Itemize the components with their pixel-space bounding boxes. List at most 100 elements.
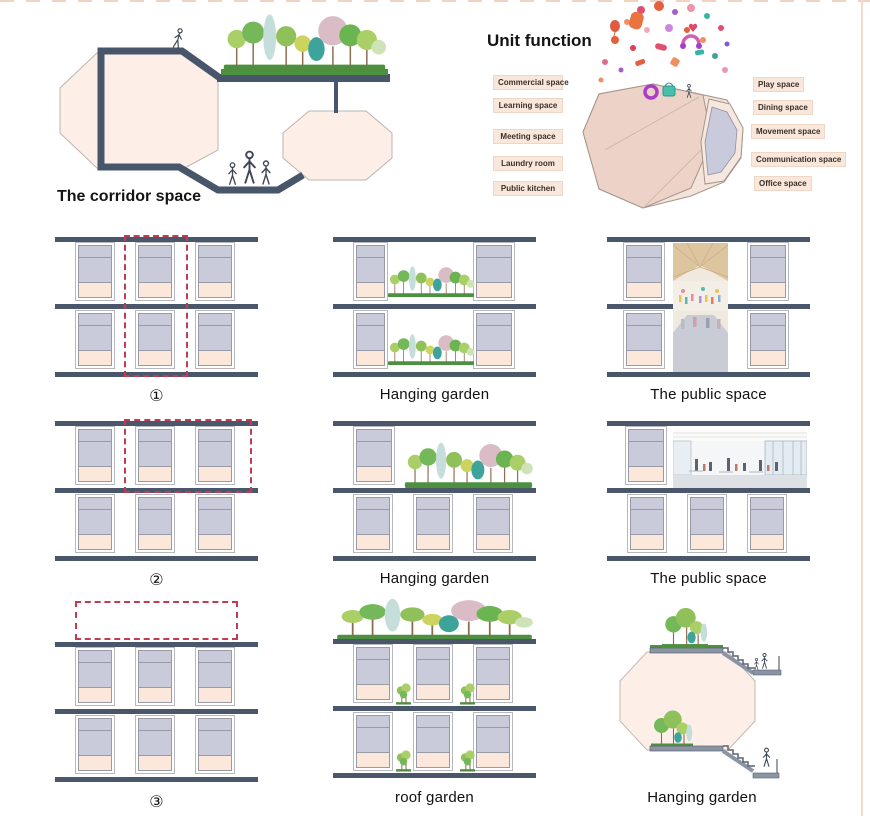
unit-cell [353,242,388,301]
unit-cell [687,494,727,553]
section-caption: ② [149,572,164,589]
unit-cell [75,242,115,301]
unit-cell [413,494,453,553]
unit-cell [747,494,787,553]
highlight-dashed-outline [124,235,188,377]
unit-cell [75,647,115,706]
unit-cell [353,310,388,369]
floor-slab [55,421,258,426]
trees-illustration [401,436,536,488]
unit-cell [195,426,235,485]
floor-slab [333,639,536,644]
trees-illustration [387,255,475,304]
unit-cell [473,494,513,553]
function-label-office: Office space [754,176,812,191]
unit-cell [75,310,115,369]
floor-slab [333,372,536,377]
function-label-laundry: Laundry room [493,156,563,171]
unit-cell [413,644,453,703]
section-caption: Hanging garden [379,570,490,587]
floor-slab [607,372,810,377]
trees-illustration [387,323,475,372]
function-label-dining: Dining space [753,100,813,115]
highlight-dashed-outline [75,601,238,640]
unit-cell [195,647,235,706]
activity-objects-confetti [598,1,730,83]
floor-slab [333,304,536,309]
floor-slab [55,304,258,309]
function-label-learning: Learning space [493,98,563,113]
floor-slab [333,421,536,426]
shrub-illustration [396,680,411,706]
unit-cell [473,644,513,703]
floor-slab [55,642,258,647]
floor-slab [607,421,810,426]
floor-slab [728,304,810,309]
section-caption: Hanging garden [379,386,490,403]
unit-cell [413,712,453,771]
unit-cell [353,644,393,703]
floor-slab [607,556,810,561]
floor-slab [333,706,536,711]
unit-cell [135,242,175,301]
unit-cell [623,242,665,301]
unit-module-3d-illustration [582,1,744,209]
unit-cell [623,310,665,369]
unit-cell [473,712,513,771]
function-label-commercial: Commercial space [493,75,569,90]
unit-cell [747,310,789,369]
corridor-space-title: The corridor space [57,188,202,205]
unit-cell [135,647,175,706]
unit-cell [135,426,175,485]
unit-cell [353,712,393,771]
unit-cell [473,242,515,301]
highlight-dashed-outline [124,419,252,493]
unit-cell [747,242,789,301]
section-caption: ③ [149,794,164,811]
unit-cell [353,494,393,553]
unit-cell [135,310,175,369]
unit-cell [195,715,235,774]
function-label-play: Play space [753,77,805,92]
octagon-garden-illustration [619,606,782,779]
floor-slab [333,488,536,493]
unit-cell [135,715,175,774]
unit-cell [195,494,235,553]
unit-cell [195,310,235,369]
section-caption: ① [149,388,164,405]
floor-slab [607,237,810,242]
floor-slab [55,488,258,493]
unit-cell [353,426,395,485]
function-label-kitchen: Public kitchen [493,181,563,196]
common-room-interior-render [673,429,807,488]
function-label-communication: Communication space [751,152,847,167]
section-caption: The public space [650,386,767,403]
unit-cell [627,494,667,553]
shrub-illustration [396,747,411,773]
floor-slab [55,777,258,782]
shrub-illustration [460,747,475,773]
section-caption: roof garden [395,789,474,806]
unit-function-title: Unit function [487,31,592,50]
unit-cell [75,494,115,553]
cropped-top-decoration [0,0,870,2]
floor-slab [607,488,810,493]
section-caption: Hanging garden [647,789,757,806]
floor-slab [55,372,258,377]
unit-cell [75,426,115,485]
shrub-illustration [460,680,475,706]
unit-cell [195,242,235,301]
function-label-movement: Movement space [751,124,826,139]
floor-slab [333,556,536,561]
atrium-interior-render [673,243,728,372]
floor-slab [333,237,536,242]
corridor-space-illustration [59,13,393,194]
floor-slab [55,556,258,561]
octagonal-unit-volume [582,82,744,209]
unit-cell [75,715,115,774]
section-caption: The public space [650,570,767,587]
floor-slab [333,773,536,778]
unit-cell [625,426,667,485]
floor-slab [55,237,258,242]
